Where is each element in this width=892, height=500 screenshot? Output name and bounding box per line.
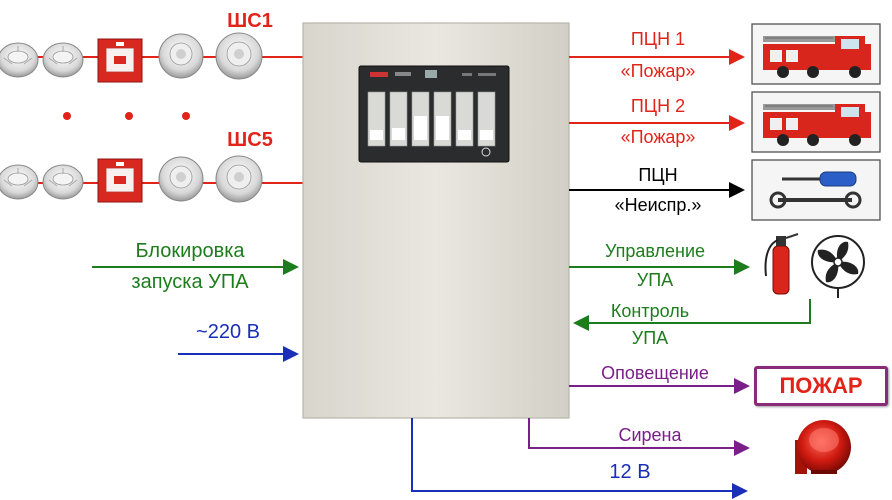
pcn1-line2: «Пожар» bbox=[620, 61, 696, 81]
upa-control-line2: УПА bbox=[636, 270, 674, 290]
fire-alarm-sign: ПОЖАР bbox=[754, 366, 888, 406]
power12-wire bbox=[411, 418, 748, 499]
block-line2: запуска УПА bbox=[131, 271, 249, 293]
loop-ellipsis-dot bbox=[63, 112, 71, 120]
pcn-fault-line1: ПЦН bbox=[638, 165, 678, 185]
fire-truck-icon bbox=[751, 91, 881, 153]
upa-monitor-line1: Контроль bbox=[610, 301, 690, 321]
fire-extinguisher-icon bbox=[764, 233, 799, 295]
loop1-label: ШС1 bbox=[227, 10, 273, 32]
pcn1-line1: ПЦН 1 bbox=[630, 29, 686, 49]
heat-detector-icon bbox=[215, 155, 263, 203]
smoke-detector-icon bbox=[42, 42, 84, 78]
screwdriver-wrench-icon bbox=[751, 159, 881, 221]
manual-call-point-icon bbox=[97, 38, 143, 83]
loop-ellipsis-dot bbox=[125, 112, 133, 120]
upa-monitor-line2: УПА bbox=[631, 328, 669, 348]
upa-monitor-wire bbox=[573, 299, 811, 331]
loop-ellipsis-dot bbox=[182, 112, 190, 120]
siren-icon bbox=[795, 420, 851, 474]
siren-label: Сирена bbox=[618, 425, 682, 445]
smoke-detector-icon bbox=[0, 42, 39, 78]
manual-call-point-icon bbox=[97, 158, 143, 203]
loop5-label: ШС5 bbox=[227, 129, 273, 151]
pcn-fault-line2: «Неиспр.» bbox=[614, 195, 702, 215]
fire-truck-icon bbox=[751, 23, 881, 85]
power12-label: 12 В bbox=[609, 461, 651, 483]
notification-label: Оповещение bbox=[601, 363, 709, 383]
fire-alarm-sign-text: ПОЖАР bbox=[779, 373, 863, 398]
heat-detector-icon bbox=[215, 32, 263, 80]
siren-wire bbox=[528, 418, 750, 456]
control-panel-cabinet bbox=[302, 22, 570, 419]
upa-control-line1: Управление bbox=[604, 241, 706, 261]
block-line1: Блокировка bbox=[135, 240, 245, 262]
heat-detector-icon bbox=[158, 156, 204, 202]
mains-label: ~220 В bbox=[196, 321, 260, 343]
pcn2-line2: «Пожар» bbox=[620, 127, 696, 147]
pcn2-line1: ПЦН 2 bbox=[630, 96, 686, 116]
smoke-detector-icon bbox=[42, 164, 84, 200]
fan-icon bbox=[811, 235, 865, 298]
smoke-detector-icon bbox=[0, 164, 39, 200]
heat-detector-icon bbox=[158, 33, 204, 79]
